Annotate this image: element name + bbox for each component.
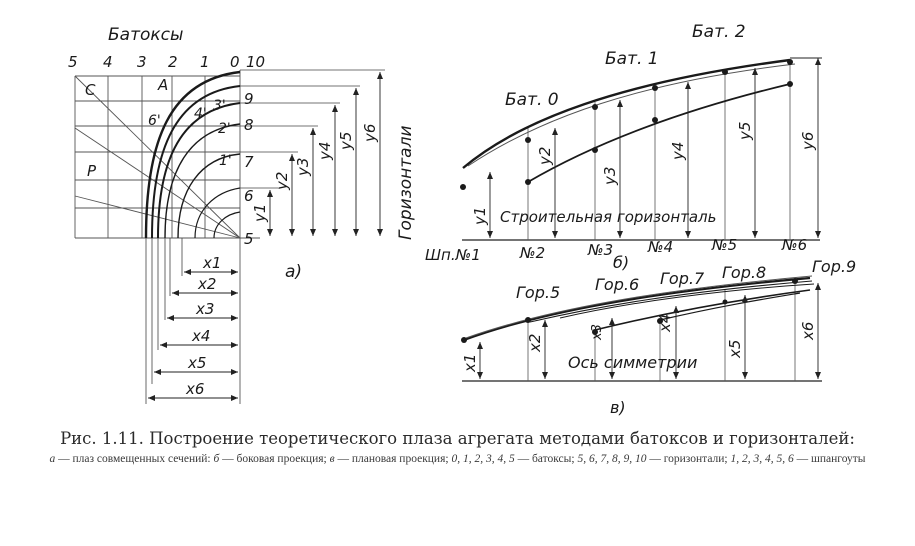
legend-sp-nums: 1, 2, 3, 4, 5, 6 (730, 453, 794, 465)
panel-b: Бат. 0 Бат. 1 Бат. 2 y1 y2 y3 y4 y5 y6 С… (425, 22, 822, 272)
panel-b-y5: y5 (736, 122, 754, 141)
figure-canvas: Батоксы 5 4 3 2 1 0 10 9 8 7 6 5 C A P 3… (68, 22, 856, 417)
waterline-num-7: 7 (244, 153, 254, 171)
legend-c-letter: в (329, 453, 335, 465)
station-2: №2 (519, 244, 545, 262)
panel-a-y6: y6 (361, 124, 379, 143)
panel-c: Гор.5 Гор.6 Гор.7 Гор.8 Гор.9 x1 x2 x3 x… (461, 257, 856, 417)
caption-legend: а — плаз совмещенных сечений: б — бокова… (0, 452, 915, 466)
legend-sp-text: — шпангоуты (793, 453, 866, 465)
gor-7-label: Гор.7 (660, 269, 705, 288)
bat-1-label: Бат. 1 (605, 49, 659, 69)
panel-a-y4: y4 (316, 142, 334, 161)
buttock-num-2: 2 (168, 53, 178, 71)
panel-c-x3: x3 (590, 324, 605, 341)
primed-4: 4' (194, 106, 207, 122)
station-1: Шп.№1 (425, 246, 481, 264)
panel-a-x6: x6 (185, 380, 204, 398)
cell-letter-a: A (157, 76, 168, 94)
buttock-num-5: 5 (68, 53, 78, 71)
panel-c-x-dims (477, 283, 821, 379)
cell-letter-c: C (85, 81, 96, 99)
panel-c-x6: x6 (799, 322, 817, 341)
panel-a-x1: x1 (202, 254, 221, 272)
panel-b-y3: y3 (601, 167, 619, 186)
station-3: №3 (587, 241, 613, 259)
primed-1: 1' (219, 153, 232, 169)
panel-a-y1: y1 (251, 204, 269, 223)
primed-6: 6' (148, 113, 161, 129)
legend-a-letter: а (49, 453, 56, 465)
caption-title-block: Рис. 1.11. Построение теоретического пла… (0, 428, 915, 449)
panel-a-title: Батоксы (108, 25, 183, 45)
buttock-num-0: 0 (230, 53, 240, 71)
legend-c-text: — плановая проекция; (334, 453, 452, 465)
waterline-num-6: 6 (244, 187, 254, 205)
caption-title: Построение теоретического плаза агрегата… (149, 429, 855, 448)
bat-0-label: Бат. 0 (505, 90, 559, 110)
panel-c-x2: x2 (526, 334, 544, 353)
legend-a-text: — плаз совмещенных сечений: (55, 453, 214, 465)
panel-b-y-dims (487, 57, 822, 238)
legend-gor-nums: 5, 6, 7, 8, 9, 10 (577, 453, 647, 465)
gor-9-label: Гор.9 (812, 257, 856, 276)
primed-2: 2' (218, 121, 231, 137)
buttock-num-3: 3 (137, 53, 147, 71)
station-4: №4 (647, 238, 673, 256)
panel-a-grid (74, 70, 260, 239)
panel-a-sublabel: а) (285, 262, 302, 282)
panel-b-y1: y1 (471, 207, 489, 226)
legend-bat-text: — батоксы; (514, 453, 578, 465)
gor-5-label: Гор.5 (516, 283, 560, 302)
waterline-num-9: 9 (244, 90, 254, 108)
gor-6-label: Гор.6 (595, 275, 639, 294)
bat-2-label: Бат. 2 (692, 22, 746, 42)
panel-b-sublabel: б) (613, 253, 629, 272)
panel-a-x5: x5 (187, 354, 206, 372)
panel-b-baseline-label: Строительная горизонталь (500, 208, 717, 226)
panel-c-x5: x5 (726, 340, 744, 359)
panel-a-curves (144, 70, 241, 239)
panel-b-y6: y6 (799, 132, 817, 151)
gor-8-label: Гор.8 (722, 263, 766, 282)
figure-caption: Рис. 1.11. Построение теоретического пла… (0, 428, 915, 466)
waterline-num-5: 5 (244, 230, 254, 248)
panel-a-side-title: Горизонтали (396, 125, 416, 240)
panel-a-y2: y2 (273, 172, 291, 191)
panel-b-y4: y4 (669, 142, 687, 161)
waterline-num-10: 10 (246, 53, 265, 71)
panel-a-y5: y5 (337, 132, 355, 151)
panel-a-x-dims (148, 269, 238, 401)
cell-letter-p: P (87, 162, 97, 180)
station-6: №6 (781, 236, 807, 254)
buttock-num-1: 1 (200, 53, 210, 71)
buttock-num-4: 4 (103, 53, 113, 71)
panel-c-curves (463, 275, 815, 342)
panel-c-x4: x4 (656, 314, 674, 333)
panel-b-y2: y2 (536, 147, 554, 166)
panel-c-sublabel: в) (610, 398, 626, 417)
panel-a-x4: x4 (191, 327, 210, 345)
panel-b-curves (462, 58, 796, 183)
legend-b-text: — боковая проекция; (219, 453, 330, 465)
legend-bat-nums: 0, 1, 2, 3, 4, 5 (451, 453, 515, 465)
legend-gor-text: — горизонтали; (646, 453, 731, 465)
primed-3: 3' (213, 98, 226, 114)
panel-c-axis-label: Ось симметрии (568, 353, 697, 372)
caption-prefix: Рис. (60, 429, 97, 448)
panel-a-y3: y3 (294, 158, 312, 177)
waterline-num-8: 8 (244, 116, 254, 134)
panel-a: Батоксы 5 4 3 2 1 0 10 9 8 7 6 5 C A P 3… (68, 25, 416, 404)
panel-a-x3: x3 (195, 300, 214, 318)
panel-a-x2: x2 (197, 275, 216, 293)
panel-c-x1: x1 (461, 354, 479, 373)
caption-number: 1.11. (101, 429, 144, 448)
station-5: №5 (711, 236, 737, 254)
legend-b-letter: б (213, 453, 220, 465)
panel-a-y-dims (267, 72, 383, 236)
